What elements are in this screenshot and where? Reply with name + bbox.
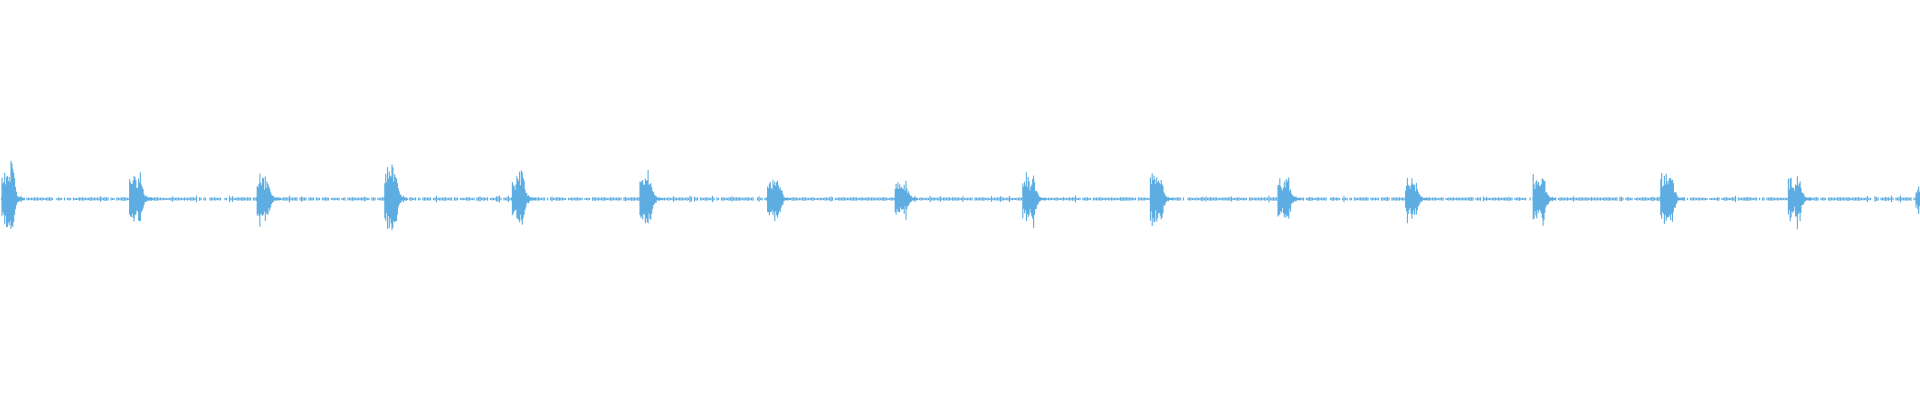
waveform-burst	[894, 180, 919, 220]
waveform-burst	[639, 170, 664, 224]
waveform-burst	[384, 164, 408, 231]
waveform-burst	[511, 170, 536, 225]
waveform-burst	[1787, 176, 1812, 230]
waveform-burst	[1405, 177, 1429, 224]
waveform-burst	[1532, 174, 1557, 226]
waveform-burst	[129, 172, 153, 222]
waveform-burst	[256, 173, 281, 227]
waveform-burst	[1277, 177, 1302, 219]
waveform-burst	[1915, 186, 1920, 214]
waveform-burst	[1660, 173, 1684, 224]
waveform-baseline	[0, 195, 1920, 203]
waveform-burst	[767, 179, 791, 222]
waveform-burst	[1022, 172, 1046, 228]
waveform-burst	[1149, 173, 1174, 226]
waveform-burst	[1, 160, 26, 229]
